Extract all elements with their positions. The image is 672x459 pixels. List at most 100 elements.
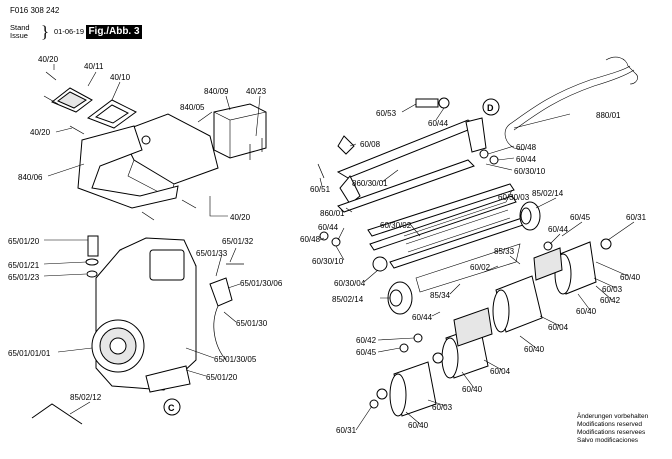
leaders-handle	[349, 103, 571, 171]
part-labels: 40/20 40/11 40/10 840/09 40/23 840/05 40…	[8, 55, 647, 435]
nut-60-44-b	[489, 155, 499, 165]
label-60-40-b: 60/40	[576, 307, 597, 316]
roller-60-04-b	[533, 247, 563, 281]
washer-60-42	[413, 333, 423, 343]
label-60-04: 60/04	[548, 323, 569, 332]
label-40-20-c: 40/20	[230, 213, 251, 222]
issue-date: 01-06-19	[54, 27, 85, 36]
callout-c: C	[168, 403, 175, 413]
label-880-01: 880/01	[596, 111, 621, 120]
washer-60-31-right	[600, 238, 612, 250]
label-85-02-12: 85/02/12	[70, 393, 102, 402]
leaders-rollers-lower	[355, 293, 591, 431]
throttle-cable-clamp	[209, 277, 233, 307]
spring-85-34	[415, 243, 521, 293]
handle-hook	[504, 123, 525, 151]
reel-frame-group	[317, 97, 539, 293]
label-40-10: 40/10	[110, 73, 131, 82]
label-60-04-b: 60/04	[490, 367, 511, 376]
label-840-06: 840/06	[18, 173, 43, 182]
leaders-left	[43, 127, 88, 277]
drum-60-40-bottom-end	[389, 373, 407, 417]
label-65-01-32: 65/01/32	[222, 237, 254, 246]
handle-bar-880-01	[509, 65, 631, 125]
label-60-44-d: 60/44	[548, 225, 569, 234]
label-85-34: 85/34	[430, 291, 451, 300]
cover-840-09	[213, 103, 267, 159]
brace-glyph: }	[41, 22, 50, 41]
label-60-40: 60/40	[620, 273, 641, 282]
label-60-03-b: 60/03	[432, 403, 453, 412]
label-40-20-b: 40/20	[30, 128, 51, 137]
label-60-51: 60/51	[310, 185, 331, 194]
label-65-01-30-05: 65/01/30/05	[214, 355, 257, 364]
issue-label: Issue	[10, 31, 28, 40]
label-60-40-c: 60/40	[524, 345, 545, 354]
leaders-rollers-upper	[363, 221, 635, 301]
label-60-03: 60/03	[602, 285, 623, 294]
drum-60-40-mid-end	[492, 289, 510, 333]
label-85-02-14-b: 85/02/14	[332, 295, 364, 304]
throttle-cable	[213, 305, 227, 361]
bolt-60-53	[415, 98, 439, 108]
label-65-01-21: 65/01/21	[8, 261, 40, 270]
nut-65-01-23	[86, 270, 98, 278]
nut-60-48	[479, 149, 489, 159]
label-840-05: 840/05	[180, 103, 205, 112]
leaders-top	[53, 64, 261, 137]
label-40-23: 40/23	[246, 87, 267, 96]
engine-group	[31, 235, 244, 425]
washer-60-31-left	[376, 388, 388, 400]
label-840-09: 840/09	[204, 87, 229, 96]
screw-40-20-bottom	[141, 211, 155, 221]
washer-65-01-21	[85, 258, 99, 266]
filter-lid-inset	[57, 91, 87, 109]
label-65-01-30: 65/01/30	[236, 319, 268, 328]
modifications-notice: Änderungen vorbehalten Modifications res…	[577, 413, 648, 445]
label-40-11: 40/11	[84, 62, 104, 71]
stand-label: Stand	[10, 23, 30, 32]
filter-plate-window	[94, 104, 129, 124]
handle-bar-880-01-b	[513, 69, 635, 131]
leader-40-20	[209, 196, 228, 217]
label-60-02: 60/02	[470, 263, 491, 272]
nut-60-48-b	[319, 231, 329, 241]
starter-hub	[109, 337, 127, 355]
label-65-01-30-06: 65/01/30/06	[240, 279, 283, 288]
pin-60-51	[317, 163, 325, 179]
leaders-engine	[57, 247, 241, 415]
label-60-44-c: 60/44	[318, 223, 339, 232]
allen-key-85-02-12	[31, 403, 83, 425]
nut-60-44-c	[331, 237, 341, 247]
callout-d: D	[487, 103, 494, 113]
bolt-65-01-20	[87, 235, 99, 257]
leaders-frame	[319, 169, 557, 261]
label-60-44: 60/44	[428, 119, 449, 128]
label-60-30-04: 60/30/04	[334, 279, 366, 288]
screw-40-20-left	[69, 125, 85, 135]
callout-d-circle	[482, 98, 500, 116]
label-60-08: 60/08	[360, 140, 381, 149]
cutter-blades	[403, 201, 511, 253]
label-60-40-e: 60/40	[408, 421, 429, 430]
label-60-30-02: 60/30/02	[380, 221, 412, 230]
label-60-45: 60/45	[570, 213, 591, 222]
rod-60-30-03	[367, 183, 515, 237]
washer-60-45	[399, 343, 409, 353]
label-60-44-b: 60/44	[516, 155, 537, 164]
figure-label: Fig./Abb. 3	[86, 25, 142, 39]
bushing-60-30-04	[372, 256, 388, 272]
stand-issue-label: Stand Issue	[10, 24, 30, 40]
washer-60-40-left	[432, 352, 444, 364]
drum-60-40-low-end	[441, 337, 459, 379]
engine-cover-840-06	[77, 125, 179, 209]
label-60-42: 60/42	[600, 296, 621, 305]
label-60-48-b: 60/48	[300, 235, 321, 244]
label-40-20: 40/20	[38, 55, 59, 64]
label-65-01-01-01: 65/01/01/01	[8, 349, 51, 358]
label-60-48: 60/48	[516, 143, 537, 152]
callout-c-circle	[163, 398, 181, 416]
document-number: F016 308 242	[10, 6, 60, 15]
clip-60-08	[337, 135, 355, 155]
notice-de: Änderungen vorbehalten	[577, 413, 649, 420]
